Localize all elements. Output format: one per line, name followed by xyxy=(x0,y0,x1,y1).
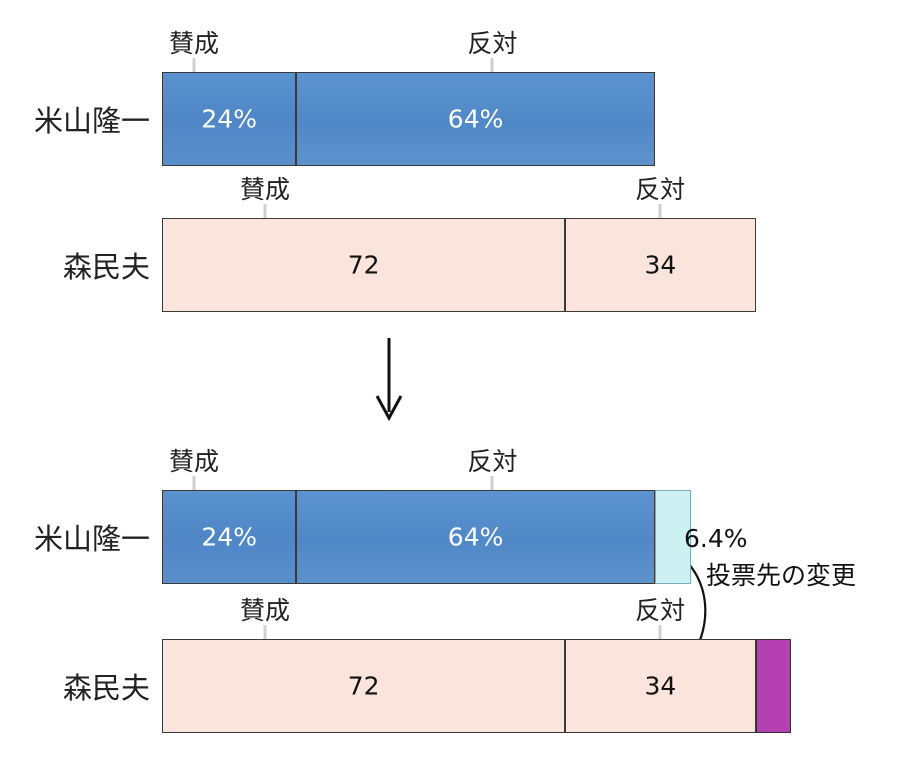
row-label-mori: 森民夫 xyxy=(62,250,150,284)
segment-label: 反対 xyxy=(635,175,686,204)
segment-label-tick xyxy=(658,625,662,639)
segment-label: 反対 xyxy=(467,447,518,476)
segment-label-tick xyxy=(658,204,662,218)
row-label-yoneyama: 米山隆一 xyxy=(33,104,150,138)
segment-label-tick xyxy=(192,58,196,72)
bar-after-yoneyama-seg0: 24% xyxy=(162,490,297,584)
bar-after-yoneyama-seg1: 64% xyxy=(296,490,655,584)
bar-value-label: 34 xyxy=(644,671,677,701)
segment-label-tick xyxy=(263,204,267,218)
row-label-yoneyama: 米山隆一 xyxy=(33,522,150,556)
bar-after-mori-seg0: 72 xyxy=(162,639,566,733)
bar-value-label: 64% xyxy=(447,104,504,134)
row-label-mori: 森民夫 xyxy=(62,671,150,705)
segment-label: 反対 xyxy=(467,29,518,58)
segment-label: 賛成 xyxy=(239,596,291,625)
bar-value-label: 34 xyxy=(644,250,677,280)
segment-label: 賛成 xyxy=(239,175,291,204)
segment-label-tick xyxy=(263,625,267,639)
segment-label-tick xyxy=(490,58,494,72)
bar-after-mori-seg1: 34 xyxy=(565,639,756,733)
bar-after-yoneyama-seg2 xyxy=(654,490,691,584)
bar-value-label: 72 xyxy=(347,671,380,701)
bar-value-label: 24% xyxy=(201,522,257,552)
change-annotation-text: 投票先の変更 xyxy=(706,561,857,590)
segment-label-tick xyxy=(490,476,494,490)
bar-before-yoneyama-seg0: 24% xyxy=(162,72,297,166)
segment-label-tick xyxy=(192,476,196,490)
bar-value-label: 24% xyxy=(201,104,257,134)
down-arrow-head xyxy=(375,395,403,422)
bar-value-label: 64% xyxy=(447,522,504,552)
bar-before-yoneyama-seg1: 64% xyxy=(296,72,655,166)
segment-label: 賛成 xyxy=(168,447,220,476)
change-annotation-value: 6.4% xyxy=(684,524,748,553)
bar-before-mori-seg0: 72 xyxy=(162,218,566,312)
bar-before-mori-seg1: 34 xyxy=(565,218,756,312)
segment-label: 賛成 xyxy=(168,29,220,58)
bar-value-label: 72 xyxy=(347,250,380,280)
bar-after-mori-seg2 xyxy=(755,639,792,733)
segment-label: 反対 xyxy=(635,596,686,625)
